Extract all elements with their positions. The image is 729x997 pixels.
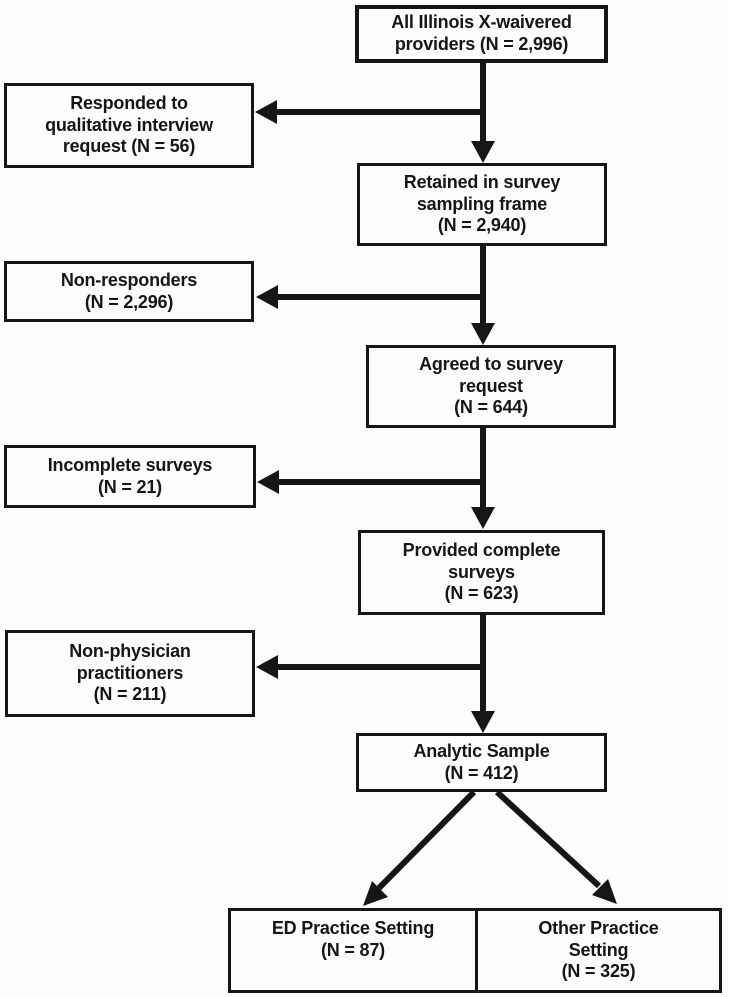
node-all-providers: All Illinois X-waivered providers (N = 2… — [355, 5, 608, 63]
arrowhead-down-complete — [471, 507, 495, 529]
node-analytic-sample: Analytic Sample (N = 412) — [356, 733, 607, 792]
arrowhead-down-retained — [471, 141, 495, 163]
split-line-other-setting — [494, 789, 602, 889]
arrowhead-diag-other-setting — [592, 879, 617, 904]
arrowhead-left-non-responders — [256, 285, 278, 309]
node-ed-setting: ED Practice Setting (N = 87) — [228, 908, 478, 993]
node-agreed-survey: Agreed to survey request (N = 644) — [366, 345, 616, 428]
arrowhead-down-analytic — [471, 711, 495, 733]
node-provided-complete: Provided complete surveys (N = 623) — [358, 530, 605, 615]
node-incomplete-surveys: Incomplete surveys (N = 21) — [4, 445, 256, 508]
arrowhead-left-non-physician — [256, 655, 278, 679]
node-non-physician: Non-physician practitioners (N = 211) — [5, 630, 255, 717]
split-line-ed-setting — [376, 789, 477, 891]
node-retained-frame: Retained in survey sampling frame (N = 2… — [357, 163, 607, 246]
arrowhead-left-incomplete-surveys — [257, 470, 279, 494]
arrowhead-diag-ed-setting — [363, 881, 388, 906]
arrowhead-left-responded-interview — [255, 100, 277, 124]
arrowhead-down-agreed — [471, 323, 495, 345]
node-responded-interview: Responded to qualitative interview reque… — [4, 83, 254, 168]
node-non-responders: Non-responders (N = 2,296) — [4, 261, 254, 322]
node-other-setting: Other Practice Setting (N = 325) — [475, 908, 722, 993]
